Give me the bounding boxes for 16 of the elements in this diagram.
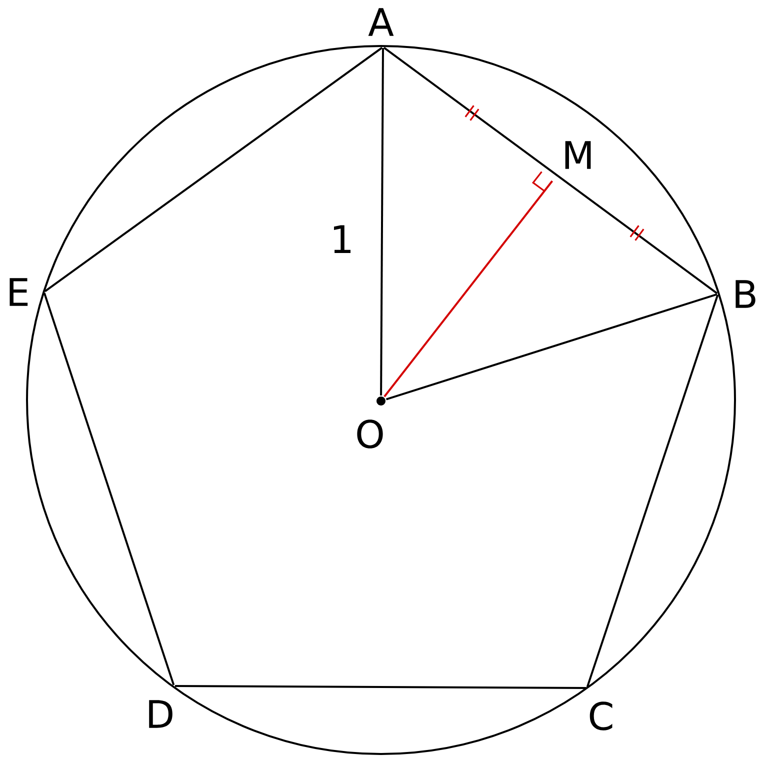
line-segment: [175, 685, 586, 689]
line-segment: [386, 293, 718, 400]
line-segment: [380, 48, 384, 396]
point-label: M: [565, 141, 591, 169]
point-label: D: [149, 700, 172, 728]
point-label: B: [736, 280, 756, 308]
point-label: E: [10, 278, 28, 306]
line-segment: [44, 46, 383, 292]
line-segment: [43, 292, 175, 686]
line-segment: [384, 180, 554, 398]
edge-label: 1: [334, 225, 350, 253]
point-label: A: [368, 8, 394, 36]
line-segment: [383, 46, 718, 294]
line-segment: [586, 294, 719, 688]
point-label: C: [590, 702, 612, 730]
point-label: O: [357, 396, 386, 448]
